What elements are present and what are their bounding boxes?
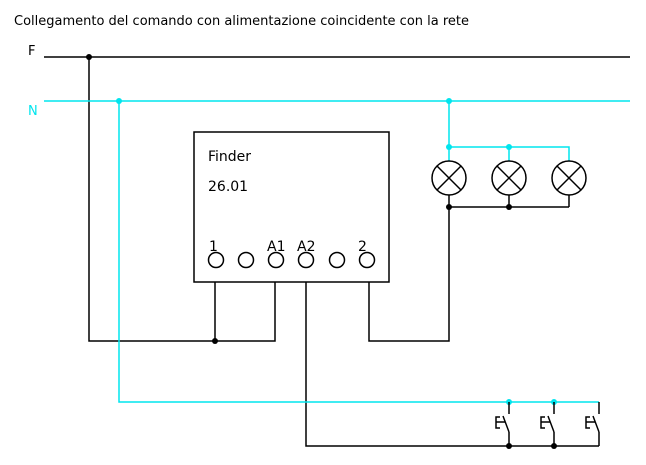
relay-model: 26.01: [208, 179, 248, 195]
pushbuttons: [495, 402, 600, 446]
lamps: [431, 160, 587, 196]
relay-terminals: [207, 251, 376, 269]
terminal-2: [358, 251, 376, 269]
terminal-a1: [267, 251, 285, 269]
pushbutton-icon: [540, 402, 555, 446]
terminal-1: [207, 251, 225, 269]
terminal-label-2: 2: [358, 239, 367, 255]
terminal-unused: [237, 251, 255, 269]
terminal-label-a1: A1: [267, 239, 285, 255]
terminal-label-1: 1: [209, 239, 218, 255]
pushbutton-icon: [585, 402, 600, 446]
neutral-label: N: [28, 104, 38, 119]
pushbutton-icon: [495, 402, 510, 446]
relay-box: [193, 131, 390, 283]
lamp-icon: [431, 160, 467, 196]
terminal-label-a2: A2: [297, 239, 315, 255]
phase-label: F: [28, 44, 35, 59]
diagram-title: Collegamento del comando con alimentazio…: [14, 14, 469, 29]
relay-brand: Finder: [208, 149, 251, 165]
neutral-junctions: [116, 98, 557, 405]
terminal-unused: [328, 251, 346, 269]
lamp-icon: [551, 160, 587, 196]
terminal-a2: [297, 251, 315, 269]
lamp-icon: [491, 160, 527, 196]
